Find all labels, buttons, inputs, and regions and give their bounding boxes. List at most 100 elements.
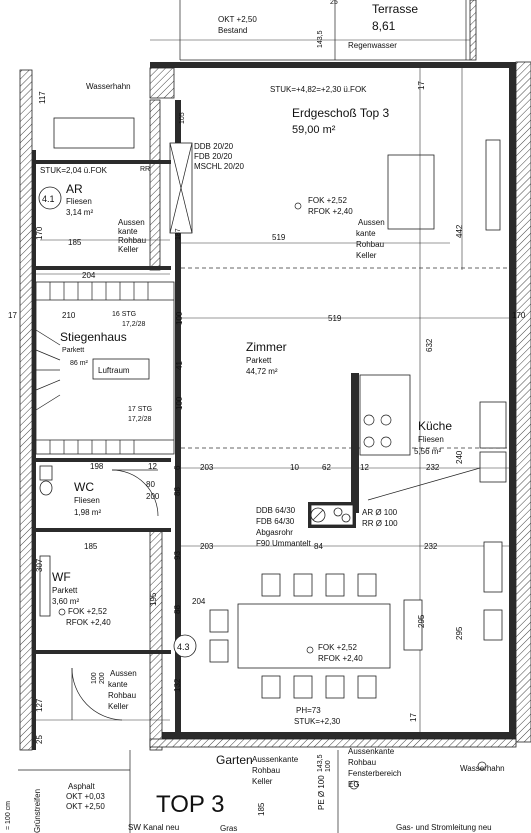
shaft: DDB 20/20 FDB 20/20 MSCHL 20/20 (169, 142, 245, 234)
wf-rfok: RFOK +2,40 (66, 618, 111, 627)
kitchen-dim-232b: 232 (424, 542, 438, 551)
ar-keller: Keller (118, 245, 139, 254)
wf-dim-93: 93 (173, 551, 182, 560)
garden-eg: EG (348, 780, 360, 789)
duct-ddb: DDB 64/30 (256, 506, 296, 515)
ar-marker: 4.1 (42, 194, 55, 204)
garden-fenster: Fensterbereich (348, 769, 401, 778)
stair-dim-210: 210 (62, 311, 76, 320)
dining-area (209, 541, 503, 699)
garden-aussenkante1: Aussenkante (252, 755, 299, 764)
ar-dim-187: 187 (175, 228, 182, 240)
ar-floor: Fliesen (66, 197, 92, 206)
wc-dim-198: 198 (90, 462, 104, 471)
center-dim-519b: 519 (328, 314, 342, 323)
bottom-dim-132: 132 (173, 678, 182, 692)
center-fok: FOK +2,52 (308, 196, 347, 205)
wf-dim-88: 88 (173, 605, 182, 614)
center-dim-519a: 519 (272, 233, 286, 242)
stairwell: Luftraum Stiegenhaus Parkett 86 m² 16 ST… (8, 281, 184, 455)
wf-area: 3,60 m² (52, 597, 79, 606)
ar-label: AR (66, 182, 83, 196)
middle-dimensions: 203 10 62 12 203 84 232 185 (84, 463, 509, 551)
zimmer-label: Zimmer (246, 340, 287, 354)
garden-kanal: SW Kanal neu (128, 823, 179, 832)
stair-stg-top: 16 STG (112, 311, 136, 318)
center-kante: kante (356, 229, 376, 238)
bottom-area: 4.3 FOK +2,52 RFOK +2,40 PH=73 STUK=+2,3… (35, 614, 464, 744)
bottom-marker: 4.3 (177, 642, 190, 652)
ar-rohbau: Rohbau (118, 236, 146, 245)
garden-okt2: OKT +2,50 (66, 802, 105, 811)
garden-rohbau1: Rohbau (252, 766, 280, 775)
unit-area: 59,00 m² (292, 124, 336, 136)
stair-area: 86 m² (70, 360, 89, 367)
kitchen-dim-240: 240 (455, 450, 464, 464)
top-okt: OKT +2,50 (218, 15, 257, 24)
bottom-dim-127: 127 (35, 698, 44, 712)
garden-aussenkante2: Aussenkante (348, 747, 395, 756)
bottom-dim-200: 200 (99, 672, 106, 684)
wf-floor: Parkett (52, 586, 78, 595)
duct-f90: F90 Ummantelt (256, 539, 311, 548)
center-keller: Keller (356, 251, 377, 260)
garden-gas: Gas- und Stromleitung neu (396, 823, 492, 832)
terrace-area: Terrasse 8,61 Regenwasser OKT +2,50 Best… (150, 0, 477, 61)
room-kitchen: Küche Fliesen 5,56 m² 240 232 (351, 373, 507, 513)
center-dim-170: 170 (512, 311, 526, 320)
garden-area: Garten TOP 3 Gras Asphalt OKT +0,03 OKT … (5, 738, 517, 833)
wf-dim-195: 195 (149, 592, 158, 606)
bottom-dim-295b: 295 (455, 626, 464, 640)
bottom-rohbau: Rohbau (108, 691, 136, 700)
top-dim-117: 117 (38, 91, 47, 104)
shaft-mschl: MSCHL 20/20 (194, 162, 245, 171)
wc-floor: Fliesen (74, 496, 100, 505)
unit-title: Erdgeschoß Top 3 59,00 m² (292, 106, 389, 136)
wf-dim-307: 307 (35, 558, 44, 572)
shaft-fdb: FDB 20/20 (194, 152, 233, 161)
mid-dim-12: 12 (360, 463, 369, 472)
mid-dim-203b: 203 (200, 542, 214, 551)
top-dim-143: 143,5 (317, 30, 324, 48)
kitchen-floor: Fliesen (418, 435, 444, 444)
garden-dim-185: 185 (257, 802, 266, 816)
center-rohbau: Rohbau (356, 240, 384, 249)
top-bestand: Bestand (218, 26, 247, 35)
mid-dim-84: 84 (314, 542, 323, 551)
ar-aussen: Aussen (118, 218, 145, 227)
garden-top: TOP 3 (156, 791, 224, 818)
ar-stuk: STUK=2,04 ü.FOK (40, 166, 108, 175)
ar-area: 3,14 m² (66, 208, 93, 217)
garden-label: Garten (216, 753, 253, 767)
wc-dim-6: 6 (173, 465, 182, 470)
bottom-aussen: Aussen (110, 669, 137, 678)
stair-stg-bot2: 17,2/28 (128, 416, 151, 423)
stair-stg-bot: 17 STG (128, 406, 152, 413)
stair-dim-100: 100 (175, 396, 184, 410)
ar-rr: RR (140, 166, 150, 173)
kitchen-area: 5,56 m² (414, 447, 441, 456)
mid-dim-185: 185 (84, 542, 98, 551)
terrace-regenwasser: Regenwasser (348, 41, 397, 50)
wc-dim-12: 12 (148, 462, 157, 471)
garden-gruenstreifen: Grünstreifen (33, 789, 42, 833)
stair-luftraum: Luftraum (98, 366, 130, 375)
bottom-rfok: RFOK +2,40 (318, 654, 363, 663)
mid-dim-10: 10 (290, 463, 299, 472)
zimmer-floor: Parkett (246, 356, 272, 365)
unit-title-text: Erdgeschoß Top 3 (292, 106, 389, 120)
ar-dim-204: 204 (82, 271, 96, 280)
garden-dim-100: 100 (325, 760, 332, 772)
stair-floor: Parkett (62, 347, 84, 354)
duct: DDB 64/30 FDB 64/30 Abgasrohr F90 Ummant… (256, 502, 398, 548)
stair-dim-41: 41 (175, 361, 184, 370)
garden-pe: PE Ø 100 (317, 775, 326, 810)
room-zimmer: Zimmer Parkett 44,72 m² (181, 340, 509, 449)
stair-label: Stiegenhaus (60, 330, 127, 344)
wc-dim-200: 200 (146, 492, 160, 501)
garden-dim-143: 143,5 (317, 754, 324, 772)
kitchen-dim-232a: 232 (426, 463, 440, 472)
center-aussen: Aussen (358, 218, 385, 227)
wc-label: WC (74, 480, 94, 494)
garden-wasserhahn: Wasserhahn (460, 764, 505, 773)
